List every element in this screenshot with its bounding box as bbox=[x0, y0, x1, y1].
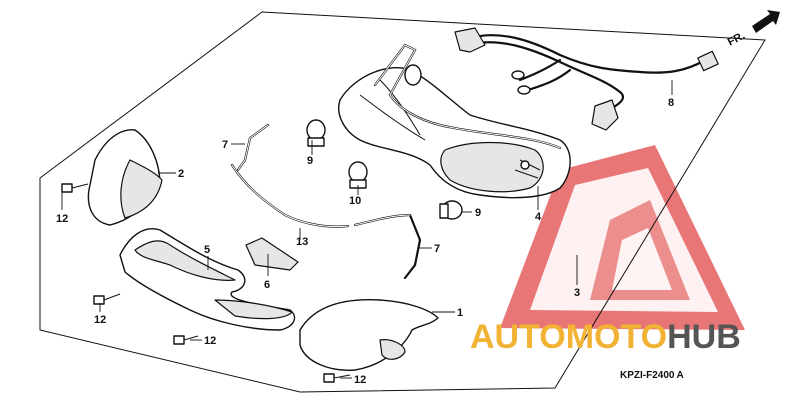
callout-7-upper: 7 bbox=[222, 139, 228, 151]
bulb-10 bbox=[348, 161, 368, 189]
watermark-text: AUTOMOTOHUB bbox=[470, 318, 741, 356]
headlight-housing bbox=[338, 43, 571, 199]
direction-label: FR. bbox=[726, 30, 747, 49]
clip-7-lower bbox=[403, 213, 422, 280]
callout-9-lower: 9 bbox=[475, 207, 481, 219]
screw-12-left-lower bbox=[93, 293, 121, 305]
assembly-frame bbox=[39, 11, 766, 393]
callout-4: 4 bbox=[535, 211, 542, 223]
lower-cover-5 bbox=[119, 228, 296, 331]
lens-6 bbox=[245, 237, 299, 271]
right-winker-1 bbox=[299, 298, 439, 371]
callout-2: 2 bbox=[178, 168, 184, 180]
callout-13: 13 bbox=[296, 236, 308, 248]
bulb-9-lower bbox=[439, 200, 463, 220]
callout-6: 6 bbox=[264, 279, 270, 291]
harness-connector bbox=[697, 50, 719, 72]
direction-indicator: FR. bbox=[726, 10, 780, 49]
wire-harness bbox=[454, 27, 719, 131]
callout-5: 5 bbox=[204, 244, 210, 256]
forward-arrow-icon bbox=[752, 10, 780, 33]
screw-12-center bbox=[173, 335, 199, 345]
callout-3: 3 bbox=[574, 287, 580, 299]
bulb-9-upper bbox=[306, 119, 326, 147]
callout-1: 1 bbox=[457, 307, 463, 319]
left-winker-2 bbox=[87, 129, 163, 226]
callout-7-lower: 7 bbox=[434, 243, 440, 255]
screw-12-left-upper bbox=[61, 183, 89, 193]
callout-12-left-upper: 12 bbox=[56, 213, 68, 225]
callout-12-bottom: 12 bbox=[354, 374, 366, 386]
callout-12-left-lower: 12 bbox=[94, 314, 106, 326]
callout-12-center: 12 bbox=[204, 335, 216, 347]
leader-lines bbox=[61, 80, 673, 379]
callout-9-upper: 9 bbox=[307, 155, 313, 167]
screw-12-bottom bbox=[323, 373, 351, 383]
callout-10: 10 bbox=[349, 195, 361, 207]
callout-8: 8 bbox=[668, 97, 674, 109]
